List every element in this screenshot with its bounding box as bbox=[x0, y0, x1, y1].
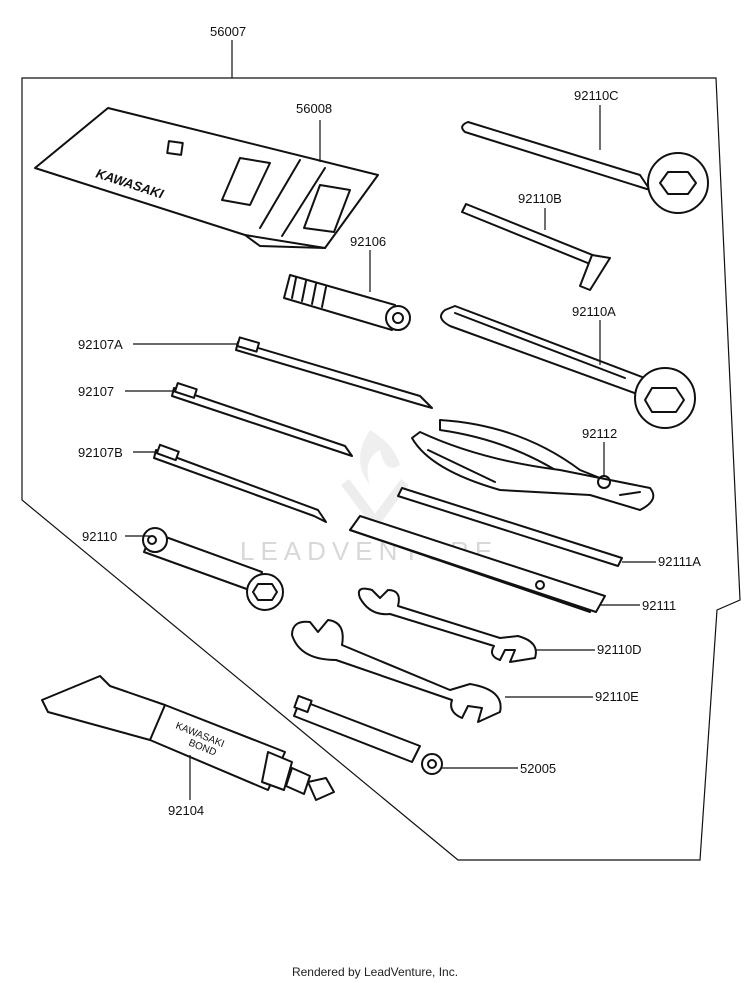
label-92110E[interactable]: 92110E bbox=[595, 689, 639, 704]
footer-credit: Rendered by LeadVenture, Inc. bbox=[291, 965, 459, 979]
label-92110D[interactable]: 92110D bbox=[597, 642, 642, 657]
socket-handle-92106 bbox=[283, 274, 411, 331]
label-56008[interactable]: 56008 bbox=[296, 101, 332, 116]
tool-bag: KAWASAKI bbox=[34, 107, 379, 249]
spoke-tool-52005 bbox=[293, 694, 443, 775]
label-92106[interactable]: 92106 bbox=[350, 234, 386, 249]
kit-outline bbox=[21, 77, 741, 861]
label-92104[interactable]: 92104 bbox=[168, 803, 204, 818]
label-92110B[interactable]: 92110B bbox=[518, 191, 562, 206]
pin-wrench-92110a bbox=[440, 305, 696, 429]
screwdriver-92107a bbox=[235, 336, 433, 409]
hex-key-92110b bbox=[461, 203, 611, 291]
label-92112[interactable]: 92112 bbox=[582, 426, 617, 441]
wrench-92110e bbox=[291, 619, 502, 723]
label-92107[interactable]: 92107 bbox=[78, 384, 114, 399]
label-52005[interactable]: 52005 bbox=[520, 761, 556, 776]
wrench-92110c bbox=[461, 121, 709, 214]
wrench-92110d bbox=[357, 587, 537, 663]
box-wrench-92110 bbox=[142, 527, 284, 611]
screwdriver-92107 bbox=[171, 382, 353, 457]
screwdriver-92107b bbox=[153, 443, 327, 523]
label-92107B[interactable]: 92107B bbox=[78, 445, 123, 460]
label-92111A[interactable]: 92111A bbox=[658, 554, 701, 569]
handle-92111 bbox=[349, 515, 606, 613]
watermark-logo bbox=[341, 430, 409, 531]
label-92110A[interactable]: 92110A bbox=[572, 304, 616, 319]
label-92111[interactable]: 92111 bbox=[642, 598, 676, 613]
bond-tube-92104: KAWASAKI BOND bbox=[41, 675, 335, 801]
label-92110C[interactable]: 92110C bbox=[574, 88, 619, 103]
label-56007[interactable]: 56007 bbox=[210, 24, 246, 39]
bar-92111a bbox=[397, 487, 623, 567]
label-92107A[interactable]: 92107A bbox=[78, 337, 123, 352]
pliers-92112 bbox=[411, 419, 655, 511]
label-92110[interactable]: 92110 bbox=[82, 529, 117, 544]
